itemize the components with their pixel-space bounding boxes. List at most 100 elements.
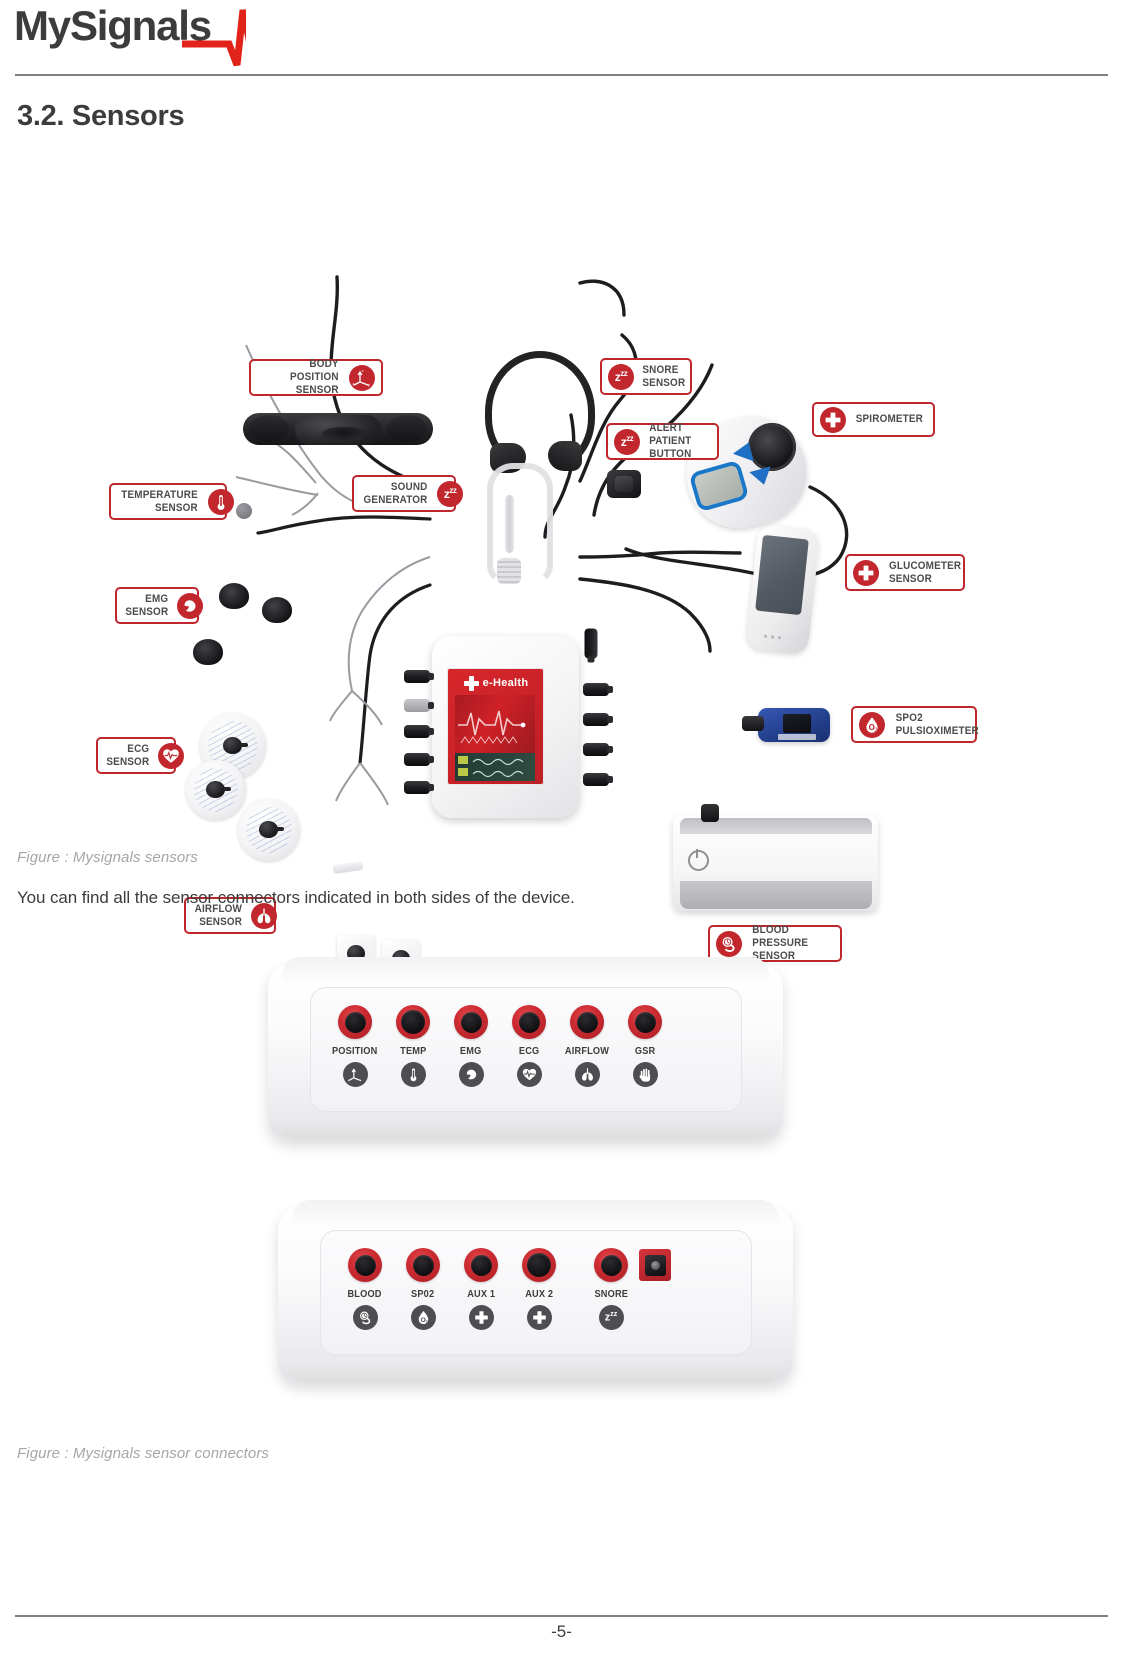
device-jack (583, 773, 613, 786)
acoustic-tube-coil (497, 558, 521, 584)
jack-socket[interactable] (396, 1005, 430, 1039)
label-temperature-sensor[interactable]: TEMPERATURE SENSOR (109, 483, 235, 520)
ecg-wave-icon (182, 8, 260, 73)
device-jack (583, 683, 613, 696)
port-snore[interactable]: SNORE zzz (580, 1248, 642, 1330)
label-text: SOUND GENERATOR (363, 480, 428, 506)
jack-socket[interactable] (594, 1248, 628, 1282)
thermometer-icon (208, 488, 235, 515)
jack-socket[interactable] (464, 1248, 498, 1282)
port-gsr[interactable]: GSR (614, 1005, 676, 1087)
jack-hole (344, 1011, 366, 1033)
medical-cross-icon (463, 675, 479, 691)
label-sound-generator[interactable]: SOUND GENERATOR zzz (352, 475, 464, 512)
bp-cuff-icon (716, 930, 742, 957)
jack-socket[interactable] (522, 1248, 556, 1282)
port-spo2[interactable]: SP02 O 2 (392, 1248, 454, 1330)
axes-icon (342, 1062, 368, 1087)
label-alert-patient-button[interactable]: zzz ALERT PATIENT BUTTON (606, 422, 719, 460)
alert-patient-button-photo (607, 470, 641, 498)
label-spirometer[interactable]: SPIROMETER (812, 402, 935, 437)
jack-socket[interactable] (338, 1005, 372, 1039)
pulsioximeter-plug (742, 716, 764, 731)
ecg-electrode-pad (186, 760, 246, 820)
pad-stud (259, 821, 284, 838)
nasal-cannula (332, 860, 364, 875)
label-blood-pressure-sensor[interactable]: BLOOD PRESSURE SENSOR (708, 924, 842, 962)
label-emg-sensor[interactable]: EMG SENSOR (115, 587, 203, 624)
logo-wordmark: MySignals (14, 2, 212, 49)
ecg-electrode-pad (238, 799, 300, 861)
port-position[interactable]: POSITION (324, 1005, 386, 1087)
label-ecg-sensor[interactable]: ECG SENSOR (96, 737, 184, 774)
zzz-icon: zzz (614, 428, 640, 455)
label-text: EMG SENSOR (125, 592, 169, 618)
bp-monitor-bottom (680, 881, 872, 909)
ehealth-brand: e-Health (452, 673, 540, 693)
label-text: SNORE SENSOR (642, 363, 686, 389)
jack-socket[interactable] (454, 1005, 488, 1039)
port-label: TEMP (399, 1046, 427, 1057)
port-ecg[interactable]: ECG (498, 1005, 560, 1087)
port-label: GSR (634, 1046, 656, 1057)
label-body-position-sensor[interactable]: BODY POSITION SENSOR x y z (249, 358, 383, 396)
device-jack (583, 743, 613, 756)
figure1-caption: Figure : Mysignals sensors (17, 849, 198, 866)
label-snore-sensor[interactable]: zzz SNORE SENSOR (600, 358, 692, 395)
panel-top-edge (282, 957, 769, 987)
lungs-icon (250, 902, 277, 929)
mysignals-logo: MySignals (14, 2, 260, 67)
port-label: ECG (518, 1046, 540, 1057)
pulsioximeter-label (778, 734, 816, 740)
port-temp[interactable]: TEMP (382, 1005, 444, 1087)
connector-panel-bottom: BLOOD SP02 O 2 (278, 1200, 793, 1393)
device-jack (404, 753, 434, 766)
port-emg[interactable]: EMG (440, 1005, 502, 1087)
bp-monitor-top (680, 818, 872, 834)
label-glucometer-sensor[interactable]: GLUCOMETER SENSOR (845, 554, 965, 591)
jack-hole (576, 1011, 598, 1033)
medical-cross-icon (526, 1305, 552, 1330)
port-label: EMG (460, 1046, 482, 1057)
zzz-icon: zzz (608, 363, 634, 390)
muscle-icon (458, 1062, 484, 1087)
port-label: AUX 1 (466, 1289, 496, 1300)
heart-ecg-icon (516, 1062, 542, 1087)
temperature-probe-tip (236, 503, 252, 519)
jack-hole (527, 1253, 551, 1277)
axes-icon: x y z (349, 364, 375, 391)
zzz-glyph: zzz (614, 369, 628, 384)
jack-hole (470, 1254, 492, 1276)
thermometer-icon (400, 1062, 426, 1087)
bp-cuff-icon (352, 1305, 378, 1330)
svg-text:O: O (420, 1317, 425, 1324)
svg-text:2: 2 (425, 1319, 428, 1324)
page-number: -5- (551, 1622, 572, 1641)
port-power[interactable] (624, 1249, 686, 1281)
emg-electrode-pad (255, 593, 292, 623)
label-text: AIRFLOW SENSOR (194, 902, 243, 928)
port-blood[interactable]: BLOOD (334, 1248, 396, 1330)
zzz-icon: zzz (598, 1305, 624, 1330)
medical-cross-icon (853, 559, 879, 586)
jack-socket[interactable] (628, 1005, 662, 1039)
jack-socket[interactable] (570, 1005, 604, 1039)
page-title: 3.2. Sensors (17, 100, 185, 132)
emg-electrode-pad (186, 635, 223, 665)
device-jack (404, 725, 434, 738)
device-jack-top (584, 628, 598, 659)
lungs-icon (574, 1062, 600, 1087)
port-airflow[interactable]: AIRFLOW (556, 1005, 618, 1087)
label-spo2-pulsioximeter[interactable]: O 2 SPO2 PULSIOXIMETER (851, 706, 979, 743)
jack-hole (644, 1254, 666, 1276)
jack-socket-square[interactable] (639, 1249, 671, 1281)
jack-socket[interactable] (512, 1005, 546, 1039)
label-airflow-sensor[interactable]: AIRFLOW SENSOR (184, 897, 277, 934)
device-jack (404, 781, 434, 794)
port-aux1[interactable]: AUX 1 (450, 1248, 512, 1330)
jack-socket[interactable] (348, 1248, 382, 1282)
sensors-diagram: e-Health (0, 165, 1123, 1007)
jack-socket[interactable] (406, 1248, 440, 1282)
port-aux2[interactable]: AUX 2 (508, 1248, 570, 1330)
